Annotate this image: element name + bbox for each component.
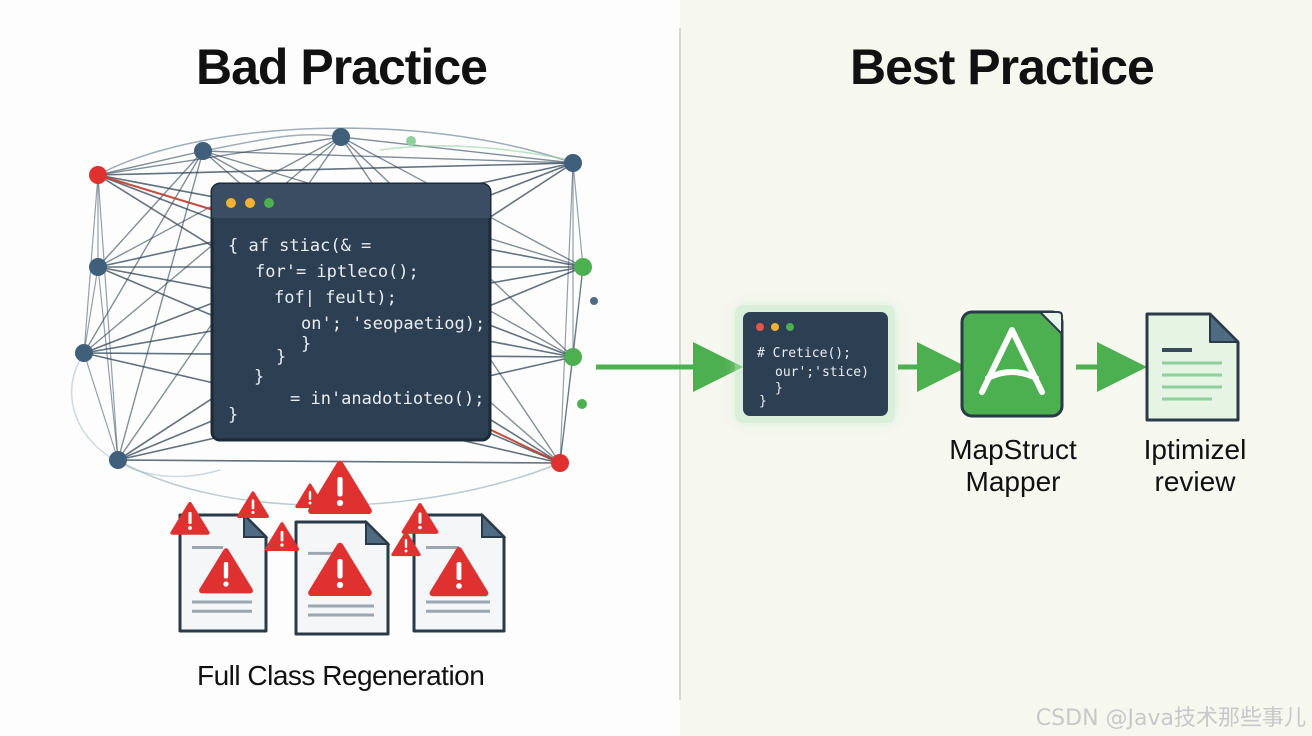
code-line: } [759,394,767,409]
legacy-code-window: { af stiac(& = for'= iptleco(); fof| feu… [210,182,492,442]
network-edge [97,150,204,176]
network-edge [202,133,342,152]
code-line: { af stiac(& = [228,236,371,256]
network-edge [559,356,574,464]
network-edge [97,136,342,176]
network-node [332,128,350,146]
network-node [551,454,569,472]
network-node [89,166,107,184]
document-icon [1145,312,1240,422]
mapstruct-logo-icon [960,310,1064,418]
network-node [194,142,212,160]
label-line: review [1154,466,1236,497]
network-edge [97,150,204,268]
optimized-review-label: Iptimizel review [1105,434,1285,498]
optimized-code-window: # Cretice(); our';'stice) } } [735,305,895,423]
code-line: = in'anadotioteo(); [290,389,484,409]
warning-icon [429,547,489,597]
best-practice-title: Best Practice [850,39,1155,95]
network-node [564,348,582,366]
network-edge [97,174,119,461]
mapstruct-mapper-label: MapStruct Mapper [923,434,1103,498]
warning-icon [264,522,300,551]
network-edge [83,150,204,354]
code-line: our';'stice) [775,365,869,380]
warning-icon [391,531,421,557]
network-node [75,344,93,362]
panel-divider [679,28,681,700]
network-node [406,136,416,146]
warning-icon [308,460,372,515]
network-node [89,258,107,276]
network-edge [340,136,574,164]
warning-icon [237,491,269,519]
network-node [564,154,582,172]
watermark: CSDN @Java技术那些事儿 [1035,706,1306,731]
code-line: } [775,381,783,396]
code-line: # Cretice(); [757,346,851,361]
code-line: } [301,334,311,354]
code-line: } [228,405,238,425]
warning-icon [295,483,325,509]
network-edge [97,174,231,216]
warning-documents [170,460,507,636]
network-node [109,451,127,469]
code-line: } [276,347,286,367]
bad-practice-title: Bad Practice [196,39,488,95]
network-edge [83,266,99,354]
network-node [590,297,598,305]
network-edge [97,127,574,176]
network-edge [97,162,574,176]
warning-icon [199,548,253,594]
full-regeneration-caption: Full Class Regeneration [197,660,485,691]
network-edge [97,266,119,461]
network-node [577,399,587,409]
network-edge [559,162,574,464]
window-dots-icon [226,198,274,208]
label-line: Mapper [965,466,1061,497]
network-edge [83,352,119,461]
code-line: for'= iptleco(); [255,262,419,282]
window-dots-icon [756,323,794,331]
network-edge [379,145,571,161]
code-line: on'; 'seopaetiog); [301,314,485,334]
network-edge [202,150,574,164]
code-line: fof| feult); [274,288,397,308]
network-edge [71,352,221,478]
code-line: } [254,367,264,387]
warning-icon [170,502,210,535]
label-line: Iptimizel [1143,434,1247,465]
warning-icon [308,542,372,597]
network-node [574,258,592,276]
label-line: MapStruct [949,434,1077,465]
network-edge [572,162,584,268]
warning-icon [401,503,439,534]
